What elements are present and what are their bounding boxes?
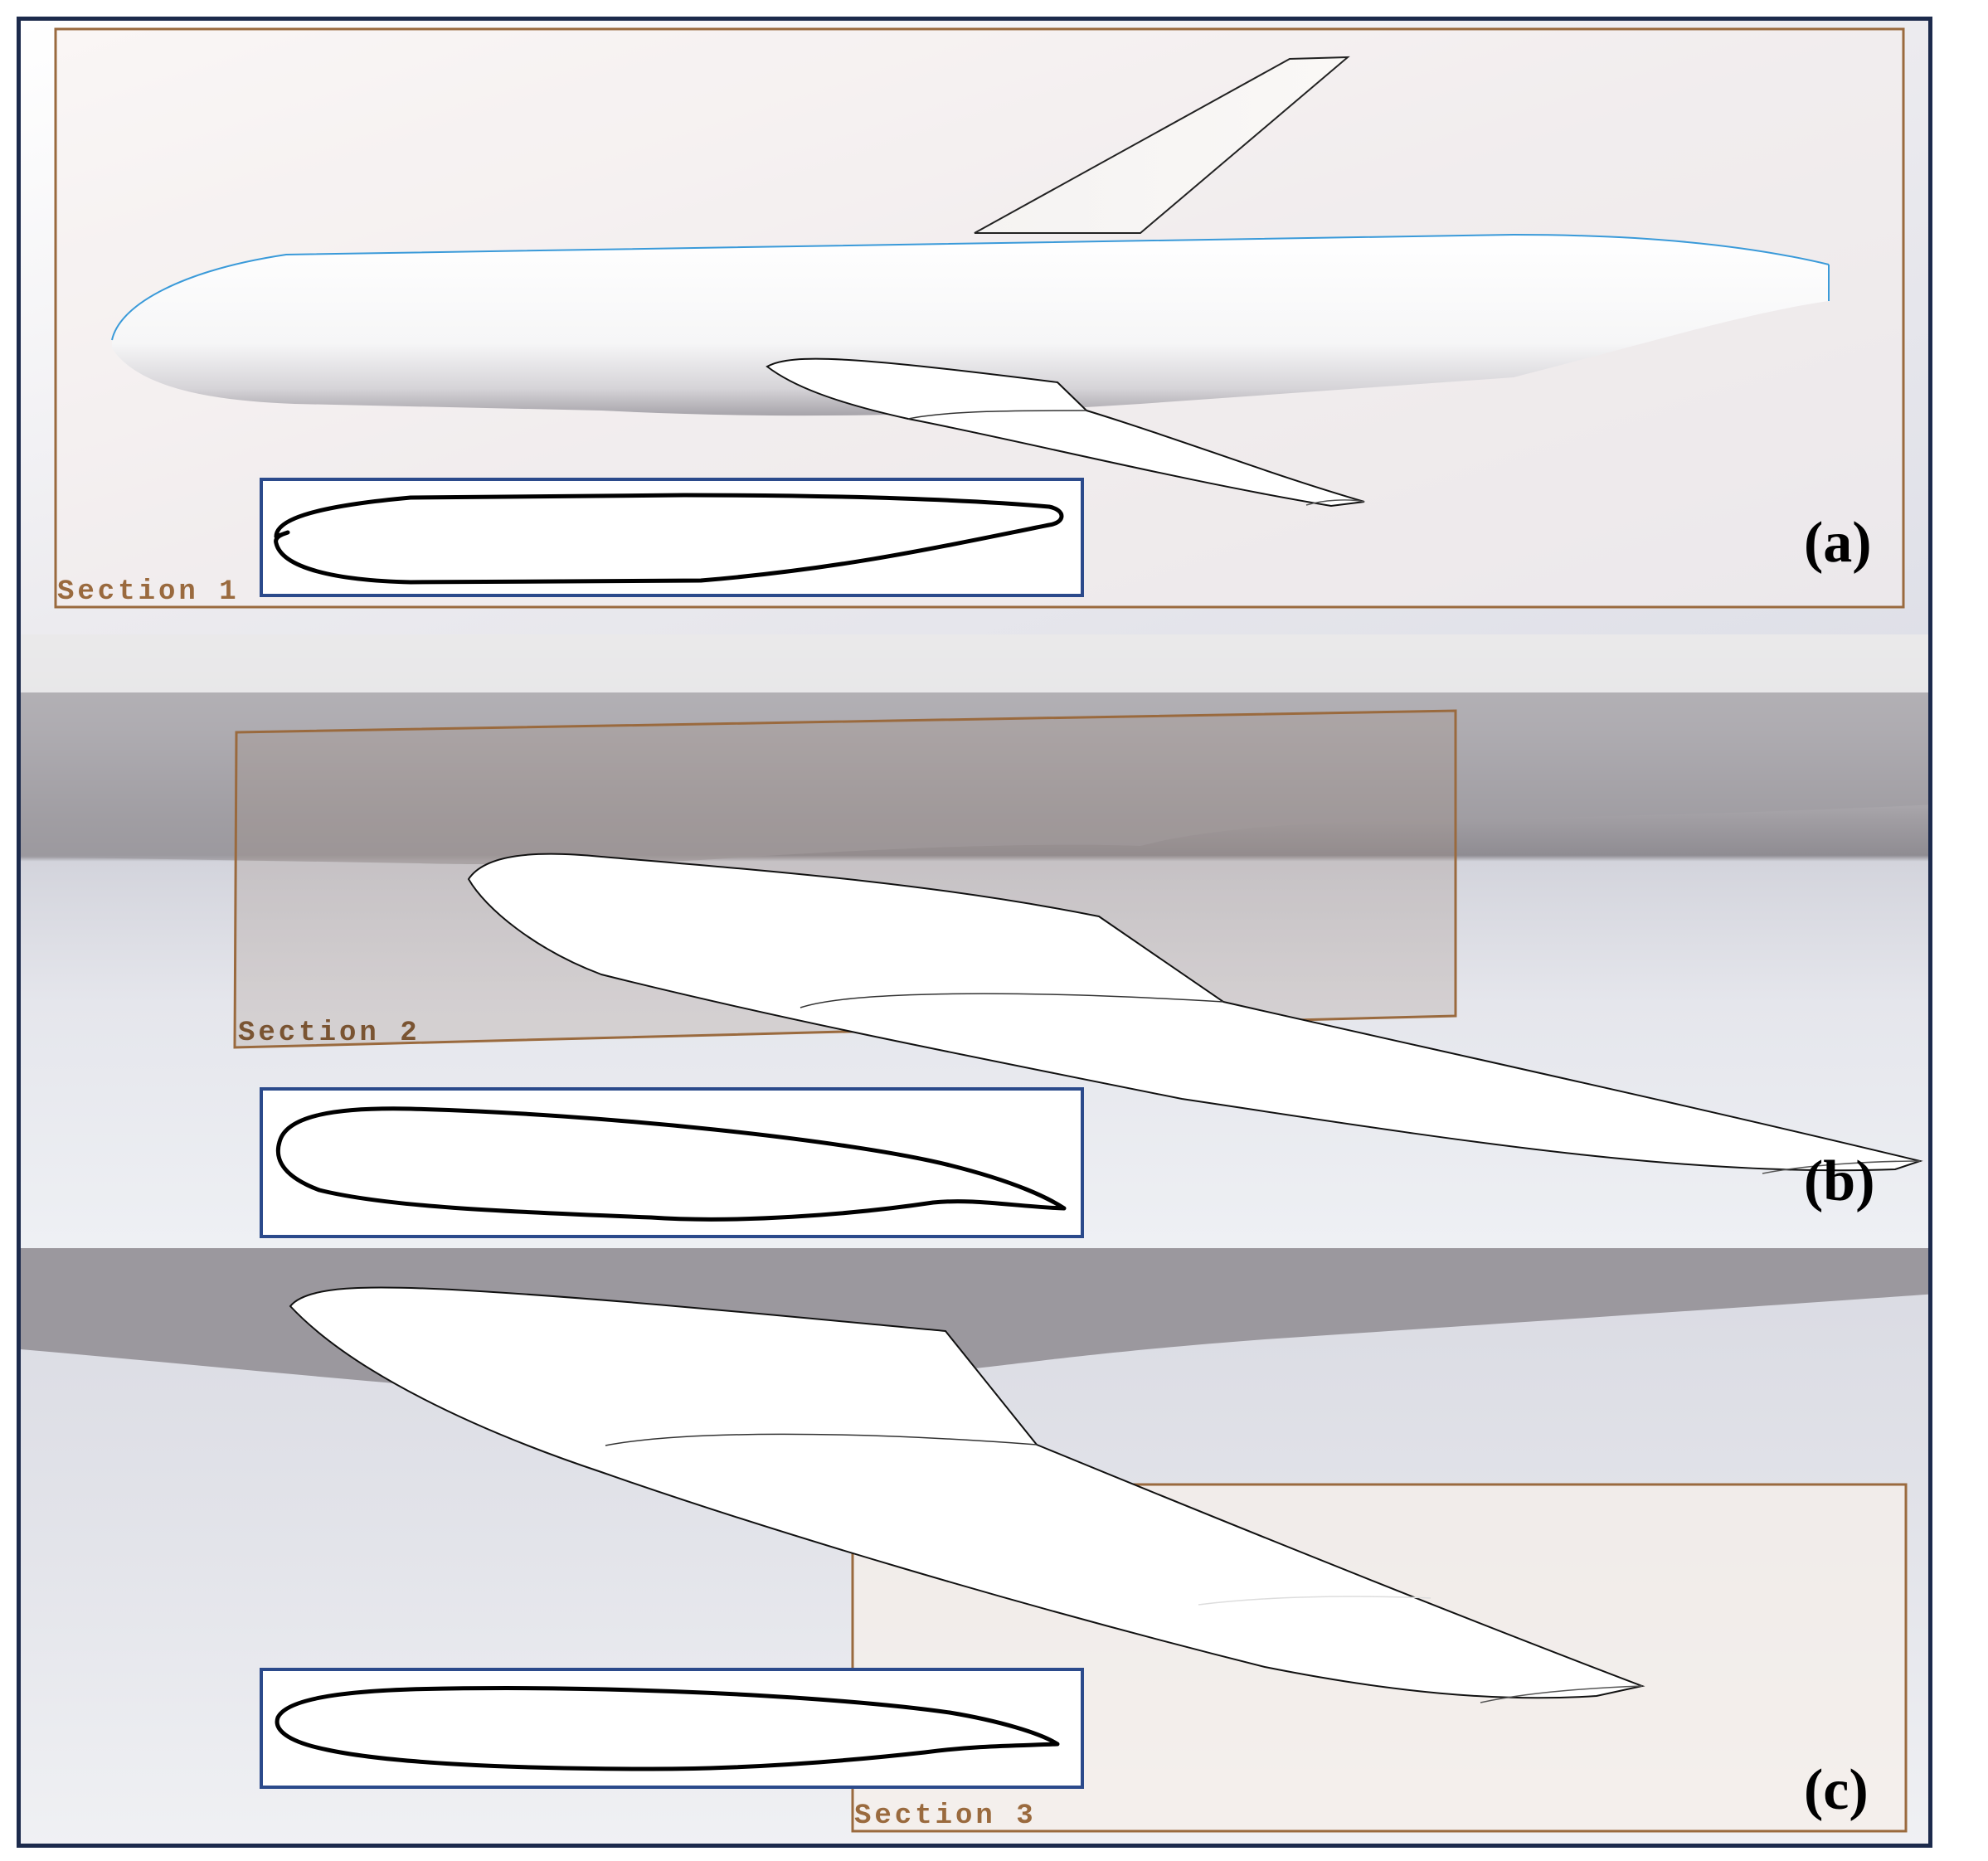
panel-c-drawing xyxy=(21,1248,1928,1844)
vertical-tail xyxy=(974,56,1350,234)
section-2-airfoil xyxy=(275,1106,1067,1222)
panel-b-drawing xyxy=(21,634,1928,1248)
wing xyxy=(289,1286,1645,1699)
section-1-label: Section 1 xyxy=(57,576,240,608)
section-3-airfoil xyxy=(275,1686,1060,1771)
panel-a: Section 1 (a) xyxy=(21,21,1928,634)
panel-a-label: (a) xyxy=(1804,511,1872,575)
section-2-label: Section 2 xyxy=(238,1018,420,1049)
panel-a-drawing xyxy=(21,21,1928,634)
panel-b-label: (b) xyxy=(1804,1149,1875,1213)
panel-c-label: (c) xyxy=(1804,1758,1869,1822)
wing xyxy=(467,853,1923,1172)
figure-frame: Section 1 (a) xyxy=(17,17,1932,1848)
section-1-airfoil xyxy=(274,493,1064,585)
panel-c: Section 3 (c) xyxy=(21,1248,1928,1844)
airfoil-inset-2 xyxy=(260,1087,1084,1238)
section-3-label: Section 3 xyxy=(854,1800,1037,1832)
fuselage xyxy=(112,235,1829,416)
panel-b: Section 2 (b) xyxy=(21,634,1928,1248)
